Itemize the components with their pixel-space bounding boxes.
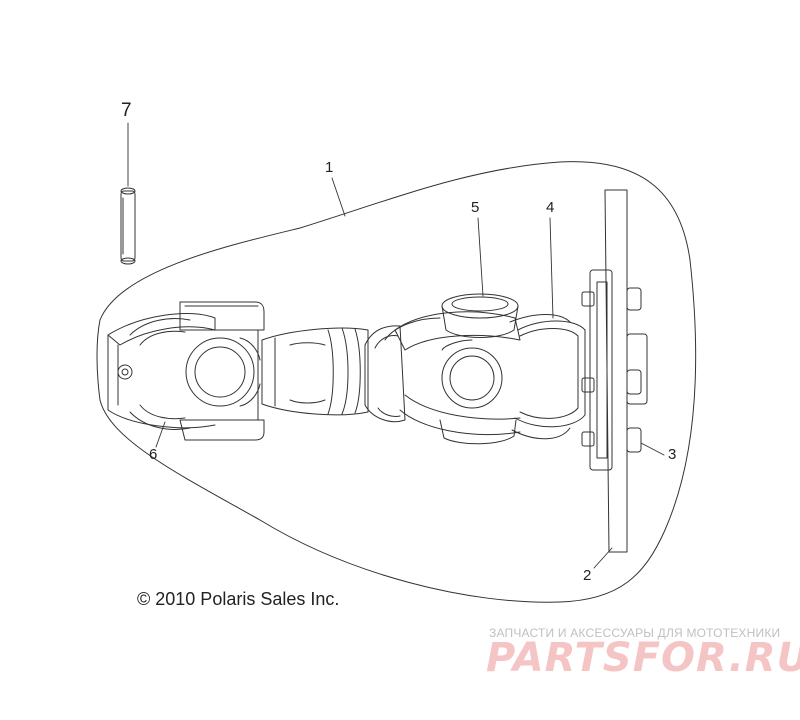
mounting-plate bbox=[604, 189, 628, 553]
callout-6: 6 bbox=[149, 446, 158, 463]
watermark-logo: PARTSFOR.RU bbox=[486, 635, 800, 681]
leader-6 bbox=[155, 421, 166, 448]
right-bearing-cup bbox=[439, 293, 519, 445]
flange-bolt-top bbox=[581, 287, 642, 311]
callout-3: 3 bbox=[668, 446, 677, 463]
leader-3 bbox=[640, 442, 665, 456]
flange bbox=[581, 269, 648, 471]
callout-1: 1 bbox=[325, 159, 334, 176]
right-yoke bbox=[364, 311, 586, 440]
leader-5 bbox=[477, 217, 484, 297]
shaft-tube bbox=[261, 327, 369, 416]
copyright-notice: © 2010 Polaris Sales Inc. bbox=[137, 589, 340, 609]
leader-2 bbox=[593, 547, 613, 569]
leader-4 bbox=[549, 217, 554, 319]
assembly-outline bbox=[96, 161, 697, 603]
flange-bolt-bottom bbox=[581, 427, 642, 453]
callout-2: 2 bbox=[583, 567, 592, 584]
watermark-caption: ЗАПЧАСТИ И АКСЕССУАРЫ ДЛЯ МОТОТЕХНИКИ bbox=[489, 626, 781, 640]
roll-pin bbox=[120, 187, 136, 265]
leader-lines bbox=[127, 122, 665, 569]
callout-4: 4 bbox=[546, 199, 555, 216]
callout-7: 7 bbox=[121, 100, 132, 121]
callout-5: 5 bbox=[471, 199, 480, 216]
left-yoke bbox=[107, 301, 265, 441]
leader-1 bbox=[331, 177, 346, 217]
